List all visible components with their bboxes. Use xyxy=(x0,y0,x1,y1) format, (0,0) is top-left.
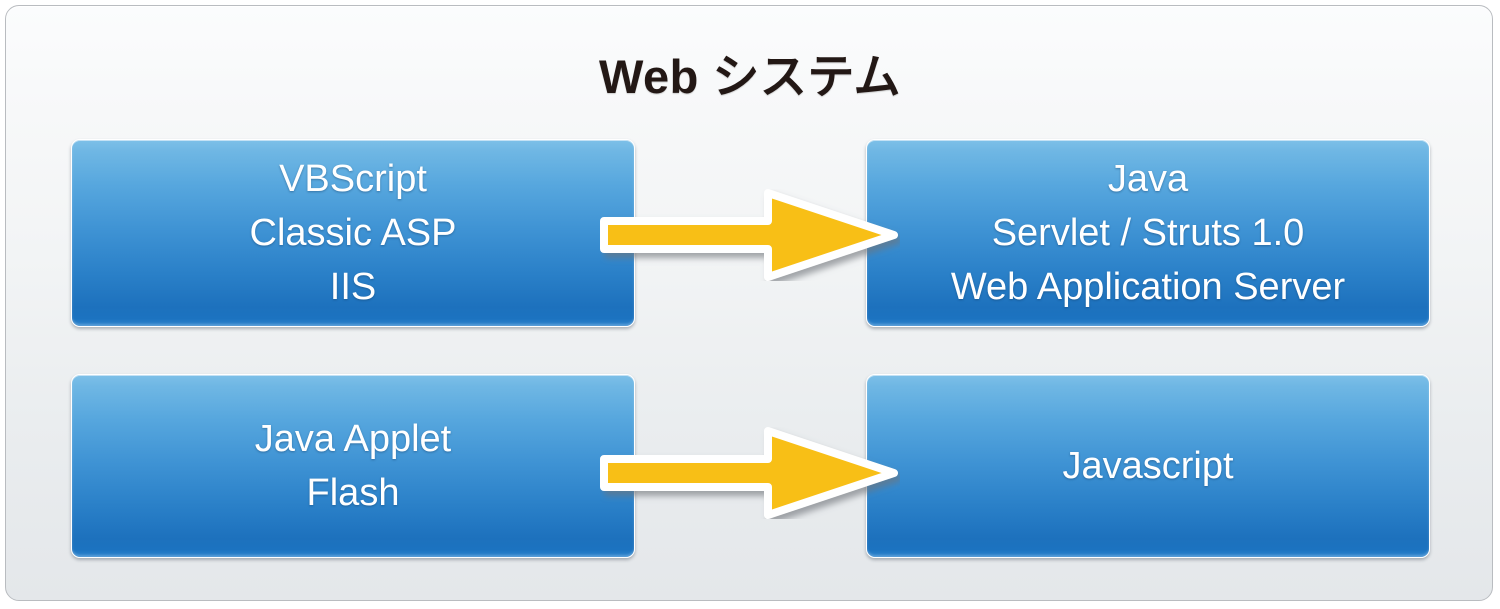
box-text-line: Classic ASP xyxy=(249,212,457,254)
box-text-line: Flash xyxy=(306,472,400,514)
box-text-line: Java Applet xyxy=(254,418,452,460)
box-text-line: Java xyxy=(1107,158,1189,200)
page-title: Web システム xyxy=(598,50,901,103)
box-text-line: Javascript xyxy=(1062,445,1234,487)
arrow-right-icon xyxy=(600,189,900,281)
box-text-line: Web Application Server xyxy=(950,266,1346,308)
box-text-line: Servlet / Struts 1.0 xyxy=(991,212,1305,254)
box-java-server-stack[interactable]: Java Servlet / Struts 1.0 Web Applicatio… xyxy=(866,139,1430,327)
box-legacy-client-stack[interactable]: Java Applet Flash xyxy=(71,374,635,558)
box-text-line: VBScript xyxy=(279,158,427,200)
box-legacy-server-stack[interactable]: VBScript Classic ASP IIS xyxy=(71,139,635,327)
box-text-line: IIS xyxy=(329,266,377,308)
arrow-right-icon xyxy=(600,427,900,519)
box-javascript-client-stack[interactable]: Javascript xyxy=(866,374,1430,558)
